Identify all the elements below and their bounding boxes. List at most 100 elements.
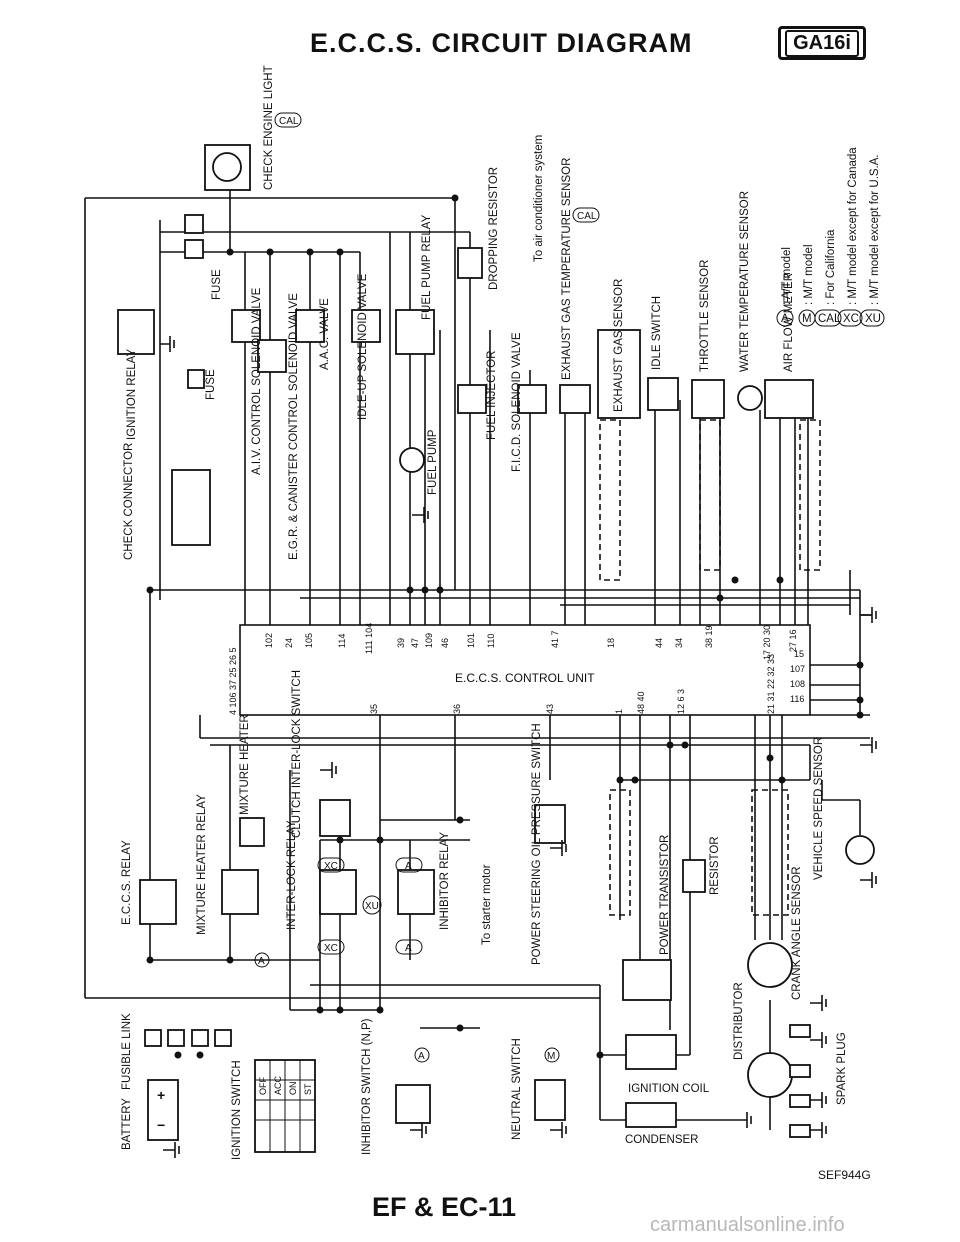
label-egr-valve: E.G.R. & CANISTER CONTROL SOLENOID VALVE xyxy=(288,293,300,560)
junction-dot xyxy=(776,576,784,584)
watermark: carmanualsonline.info xyxy=(650,1214,845,1236)
label-air-conditioner: To air conditioner system xyxy=(533,135,545,262)
pin-label: 46 xyxy=(440,638,450,648)
pin-label: 116 xyxy=(790,694,804,704)
figure-reference: SEF944G xyxy=(818,1168,871,1182)
label-starter-motor: To starter motor xyxy=(481,864,493,945)
junction-dot xyxy=(174,1051,182,1059)
ground-icon xyxy=(810,1032,827,1048)
label-throttle-sensor: THROTTLE SENSOR xyxy=(699,260,711,372)
switch-position: ON xyxy=(288,1082,298,1096)
battery-minus: − xyxy=(157,1117,165,1133)
fusible-link-icon xyxy=(214,1029,232,1047)
label-power-steering-switch: POWER STEERING OIL PRESSURE SWITCH xyxy=(531,723,543,965)
label-condenser: CONDENSER xyxy=(625,1134,698,1146)
junction-dot xyxy=(731,576,739,584)
solenoid-icon xyxy=(257,339,287,373)
ignition-coil-box xyxy=(625,1034,677,1070)
fuel-injector-icon xyxy=(457,384,487,414)
junction-dot xyxy=(596,1051,604,1059)
switch-position: OFF xyxy=(258,1077,268,1095)
legend-text: : A/T model xyxy=(781,247,793,305)
shield-dashed xyxy=(699,419,721,571)
legend-symbol: CAL xyxy=(818,313,841,325)
junction-dot xyxy=(226,956,234,964)
ground-icon xyxy=(550,840,567,856)
pin-label: 39 xyxy=(396,638,406,648)
battery-signs: + − xyxy=(157,1087,165,1133)
pin-label: 12 6 3 xyxy=(676,689,686,714)
label-check-connector: CHECK CONNECTOR xyxy=(123,443,135,560)
crank-angle-sensor-icon xyxy=(747,942,793,988)
model-badge-text: GA16i xyxy=(785,29,859,57)
wiring xyxy=(84,150,872,1130)
marker-a: A xyxy=(405,861,412,872)
junction-dot xyxy=(306,248,314,256)
eccs-relay-box xyxy=(139,879,177,925)
labels-top: CHECK ENGINE LIGHT FUSE IGNITION RELAY F… xyxy=(123,65,795,560)
pin-label: 43 xyxy=(545,704,555,714)
pin-label: 4 106 37 25 26 5 xyxy=(228,647,238,715)
pin-label: 34 xyxy=(674,638,684,648)
label-aiv-valve: A.I.V. CONTROL SOLENOID VALVE xyxy=(251,287,263,475)
label-spark-plug: SPARK PLUG xyxy=(836,1032,848,1105)
label-mixture-heater: MIXTURE HEATER xyxy=(239,714,251,815)
label-neutral-switch: NEUTRAL SWITCH xyxy=(511,1038,523,1140)
ground-icon xyxy=(410,1122,427,1138)
marker-xc: XC xyxy=(324,943,338,954)
ground-icon xyxy=(860,607,877,623)
solenoid-icon xyxy=(295,309,325,343)
model-markers: CAL XC XC A A A XU A M CAL xyxy=(254,112,600,1063)
marker-cal-frame xyxy=(274,112,302,128)
marker-m: M xyxy=(547,1051,555,1062)
fusible-link-icon xyxy=(144,1029,162,1047)
legend-text: : For California xyxy=(825,229,837,305)
legend-symbol: XU xyxy=(865,313,881,325)
legend: A : A/T model M : M/T model CAL : For Ca… xyxy=(776,147,885,327)
marker-a-frame xyxy=(395,939,423,955)
ground-icon xyxy=(550,1122,567,1138)
ground-icon xyxy=(860,737,877,753)
pin-label: 27 16 xyxy=(788,629,798,652)
label-water-temp-sensor: WATER TEMPERATURE SENSOR xyxy=(739,191,751,372)
pin-label: 18 xyxy=(606,638,616,648)
marker-xu-frame xyxy=(362,895,382,915)
label-distributor: DISTRIBUTOR xyxy=(733,982,745,1060)
control-unit-box xyxy=(239,624,811,716)
model-badge: GA16i xyxy=(778,26,866,60)
label-idle-up-valve: IDLE-UP SOLENOID VALVE xyxy=(357,273,369,420)
labels-bottom: E.C.C.S. RELAY MIXTURE HEATER RELAY MIXT… xyxy=(121,670,848,1160)
junction-dot xyxy=(376,1006,384,1014)
fuel-pump-relay-box xyxy=(395,309,435,355)
marker-a-frame xyxy=(395,857,423,873)
label-inhibitor-relay: INHIBITOR RELAY xyxy=(439,832,451,930)
ground-icon xyxy=(160,336,175,352)
legend-text: : M/T model except for Canada xyxy=(847,147,859,305)
marker-xc: XC xyxy=(324,861,338,872)
junction-dot xyxy=(716,594,724,602)
ground-icon xyxy=(735,1112,752,1128)
pin-label: 1 xyxy=(614,709,624,714)
inhibitor-relay-box xyxy=(397,869,435,915)
label-fuel-injector: FUEL INJECTOR xyxy=(486,351,498,440)
pin-label: 38 19 xyxy=(704,625,714,648)
ground-icon xyxy=(320,762,337,778)
clutch-interlock-switch-box xyxy=(319,799,351,837)
exhaust-gas-sensor-box xyxy=(597,329,641,419)
legend-symbol: M xyxy=(802,313,812,325)
shield-dashed xyxy=(609,789,631,916)
page-title: E.C.C.S. CIRCUIT DIAGRAM xyxy=(310,28,693,58)
marker-xu: XU xyxy=(365,901,379,912)
dropping-resistor-icon xyxy=(457,247,483,279)
junction-dot xyxy=(196,1051,204,1059)
marker-xc-frame xyxy=(317,857,345,873)
label-air-flow-meter: AIR FLOW METER xyxy=(783,273,795,372)
junction-dot xyxy=(376,836,384,844)
spark-plug-icon xyxy=(789,1024,811,1038)
pin-label: 114 xyxy=(337,634,347,648)
pin-label: 41 7 xyxy=(550,630,560,648)
components xyxy=(117,144,875,1153)
ground-icon xyxy=(163,1142,180,1158)
legend-symbol-frame xyxy=(859,309,885,327)
